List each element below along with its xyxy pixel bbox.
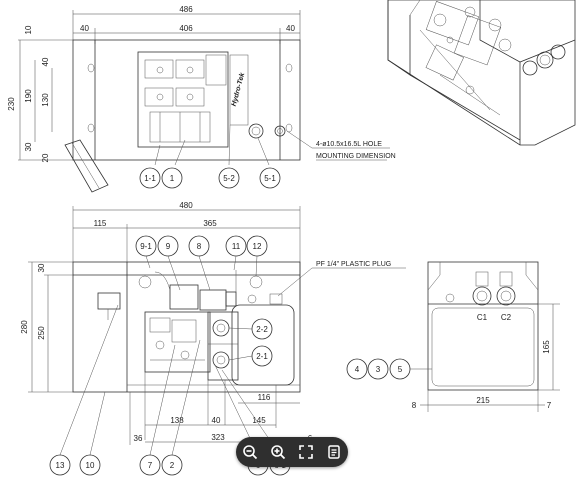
balloon-5: 5 xyxy=(398,365,403,374)
balloon-5-2: 5-2 xyxy=(223,174,235,183)
dim-365: 365 xyxy=(203,219,217,228)
fullscreen-button[interactable] xyxy=(296,442,316,462)
hole-note-line2: MOUNTING DIMENSION xyxy=(316,153,396,160)
dim-115: 115 xyxy=(94,219,107,228)
dim-front-30: 30 xyxy=(37,263,46,272)
balloon-1-1: 1-1 xyxy=(144,174,156,183)
port-c2-label: C2 xyxy=(501,313,512,322)
dim-8: 8 xyxy=(412,401,417,410)
dim-406: 406 xyxy=(179,24,193,33)
zoom-out-icon xyxy=(243,445,258,460)
side-view: C1 C2 165 8 215 7 4 3 5 xyxy=(346,261,560,412)
dim-280: 280 xyxy=(20,320,29,334)
image-viewer-toolbar xyxy=(236,437,348,467)
top-view: 486 406 40 40 230 190 130 40 10 30 20 xyxy=(7,5,396,193)
document-icon xyxy=(328,445,340,459)
dim-138: 138 xyxy=(170,416,184,425)
balloon-7: 7 xyxy=(148,461,153,470)
dim-130: 130 xyxy=(41,93,50,107)
dim-190: 190 xyxy=(24,89,33,103)
balloon-11: 11 xyxy=(232,242,241,251)
dim-10: 10 xyxy=(24,25,33,34)
isometric-view xyxy=(387,0,576,146)
dim-250: 250 xyxy=(37,326,46,340)
dim-front-40: 40 xyxy=(212,416,221,425)
dim-116: 116 xyxy=(258,393,271,402)
dim-165: 165 xyxy=(542,340,551,354)
hole-note-line1: 4-ø10.5x16.5L HOLE xyxy=(316,141,382,148)
zoom-in-button[interactable] xyxy=(268,442,288,462)
dim-323: 323 xyxy=(211,433,225,442)
dim-30: 30 xyxy=(24,142,33,151)
balloon-9: 9 xyxy=(166,242,171,251)
zoom-out-button[interactable] xyxy=(240,442,260,462)
document-button[interactable] xyxy=(324,442,344,462)
balloon-4: 4 xyxy=(355,365,360,374)
balloon-1: 1 xyxy=(170,174,175,183)
balloon-2-1: 2-1 xyxy=(256,352,268,361)
balloon-5-1: 5-1 xyxy=(264,174,276,183)
dim-20: 20 xyxy=(41,153,50,162)
brand-label: Hydro-Tek xyxy=(231,71,247,107)
balloon-12: 12 xyxy=(253,242,262,251)
dim-right-40: 40 xyxy=(286,24,295,33)
dim-230: 230 xyxy=(7,97,16,111)
dim-486: 486 xyxy=(179,5,193,14)
dim-top-40: 40 xyxy=(41,57,50,66)
balloon-10: 10 xyxy=(86,461,95,470)
fullscreen-icon xyxy=(299,445,313,459)
front-view: 480 115 365 280 250 30 xyxy=(20,201,406,476)
balloon-3: 3 xyxy=(376,365,381,374)
dim-480: 480 xyxy=(179,201,193,210)
dim-145: 145 xyxy=(252,416,266,425)
balloon-2: 2 xyxy=(170,461,175,470)
balloon-9-1: 9-1 xyxy=(140,242,152,251)
balloon-8: 8 xyxy=(197,242,202,251)
dim-215: 215 xyxy=(476,396,490,405)
balloon-2-2: 2-2 xyxy=(256,325,268,334)
dim-left-40: 40 xyxy=(80,24,89,33)
dim-36: 36 xyxy=(134,434,143,443)
dim-7: 7 xyxy=(547,401,552,410)
plastic-plug-note: PF 1/4" PLASTIC PLUG xyxy=(316,261,391,268)
balloon-13: 13 xyxy=(56,461,65,470)
zoom-in-icon xyxy=(271,445,286,460)
port-c1-label: C1 xyxy=(477,313,488,322)
